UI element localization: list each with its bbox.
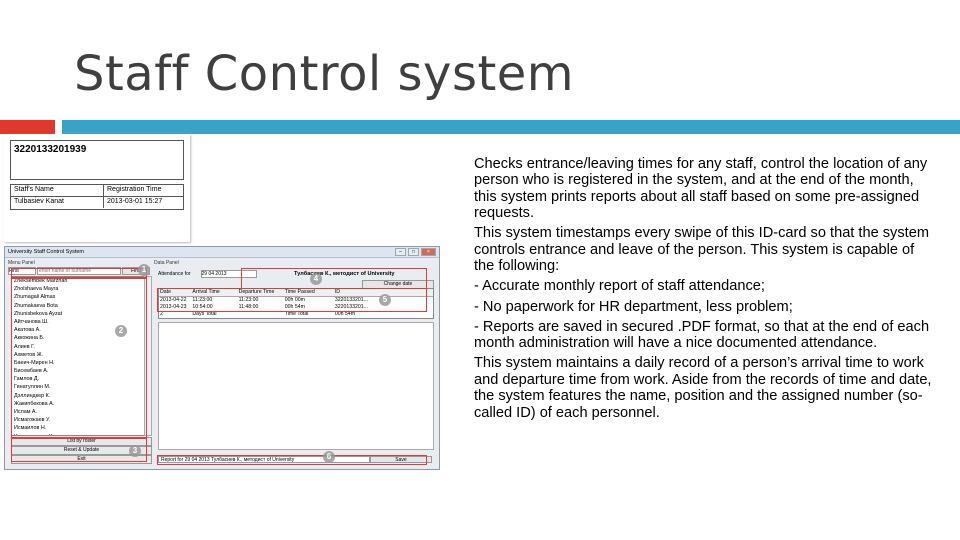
grid-cell: Time Total (284, 311, 309, 317)
body-paragraph: - No paperwork for HR department, less p… (474, 298, 793, 315)
data-panel-label: Data Panel (154, 260, 179, 266)
staff-list-item[interactable]: Ислам А. (14, 409, 38, 415)
menu-panel: Menu Panel First Find Zheksembek Marzhan… (8, 260, 152, 465)
search-field-selector[interactable]: First (8, 267, 36, 275)
minimize-button[interactable]: – (395, 248, 406, 256)
body-paragraph: - Reports are saved in secured .PDF form… (474, 318, 930, 352)
body-paragraph: This system maintains a daily record of … (474, 355, 932, 421)
report-text: Report for 29 04 2013 Тулбасиев К., мето… (158, 456, 370, 463)
registration-time-value: 2013-03-01 15:27 (107, 198, 163, 205)
close-button[interactable]: × (421, 248, 436, 256)
grid-cell (238, 311, 284, 318)
slide-title: Staff Control system (74, 46, 575, 102)
attendance-date-field[interactable]: 29 04 2013 (200, 270, 257, 278)
staff-list-item[interactable]: Ахметов Ж. (14, 351, 44, 358)
window-titlebar: University Staff Control System – □ × (5, 247, 439, 258)
staff-list-item[interactable]: Исмаилов Н. (14, 425, 47, 432)
exit-button[interactable]: Exit (11, 455, 152, 464)
grid-cell: 11:23:00 (192, 297, 213, 303)
annotation-number-1: 1 (138, 264, 150, 276)
slide-body-text: Checks entrance/leaving times for any st… (474, 156, 936, 425)
staff-list-item[interactable]: Жакипбекова А. (14, 400, 55, 407)
id-number: 3220133201939 (14, 144, 87, 155)
staff-list-item[interactable]: Zheksembek Marzhan (14, 278, 68, 284)
accent-bar-red (0, 120, 55, 134)
annotation-number-6: 6 (323, 451, 335, 463)
grid-column-header[interactable]: Date (160, 289, 171, 295)
body-paragraph: - Accurate monthly report of staff atten… (474, 278, 765, 295)
staff-list-item[interactable]: Гамлов Д. (14, 376, 40, 383)
grid-column-header[interactable]: Arrival Time (192, 289, 220, 295)
grid-cell: 11:48:00 (238, 304, 259, 310)
app-window: University Staff Control System – □ × Me… (4, 246, 440, 470)
accent-bar-blue (62, 120, 960, 134)
staff-list-item[interactable]: Алиев Г. (14, 343, 35, 350)
staff-list-item[interactable]: Аккожина Б. (14, 335, 45, 342)
menu-panel-label: Menu Panel (8, 260, 35, 266)
attendance-row: Attendance for 29 04 2013 Тулбасиев К., … (158, 270, 432, 278)
annotation-number-3: 3 (129, 445, 141, 457)
staff-list-item[interactable]: Гинатуллин М. (14, 384, 51, 391)
body-paragraph: Checks entrance/leaving times for any st… (474, 156, 928, 222)
grid-cell: 11:23:00 (238, 297, 259, 303)
registration-row: Tulbasiev Kanat 2013-03-01 15:27 (11, 197, 183, 208)
window-title: University Staff Control System (8, 249, 85, 255)
staff-list-item[interactable]: Исмагожаев У. (14, 417, 51, 424)
table-row[interactable]: 2013-04-22 11:23:00 11:23:00 00h 00m 3220133… (159, 297, 433, 304)
annotation-number-4: 4 (310, 273, 322, 285)
staff-list-item[interactable]: Дэллиндкер К. (14, 392, 51, 399)
list-by-roster-button[interactable]: List by roster (11, 437, 152, 446)
staff-list-item[interactable]: Zholshaeva Mayra (14, 286, 59, 293)
grid-cell: Days Total (192, 311, 217, 317)
grid-column-header[interactable]: Time Passed (284, 289, 315, 295)
grid-cell: 10:54:00 (192, 304, 213, 310)
search-input[interactable] (37, 267, 121, 275)
staff-list-item[interactable]: Zhumakaeva Bota (14, 302, 58, 309)
grid-column-header[interactable]: Departure Time (238, 289, 275, 295)
body-paragraph: This system timestamps every swipe of th… (474, 225, 929, 275)
maximize-button[interactable]: □ (408, 248, 419, 256)
system-screenshot: 3220133201939 Staff's Name Registration … (4, 134, 456, 470)
grid-cell: 00h 54m (334, 311, 356, 317)
table-row[interactable]: 2 Days Total Time Total 00h 54m (159, 311, 433, 318)
staff-list-scrollbar[interactable] (144, 276, 152, 436)
grid-cell: 3220133201... (334, 297, 369, 303)
staff-list-item[interactable]: Карымсакова К. (12, 433, 144, 435)
id-number-box: 3220133201939 (10, 140, 184, 180)
grid-cell: 3220133201... (334, 304, 369, 310)
annotation-number-2: 2 (115, 325, 127, 337)
grid-cell: 2013-04-22 (160, 297, 187, 303)
grid-cell: 2013-04-23 (160, 304, 187, 310)
staff-name-value: Tulbasiev Kanat (11, 197, 104, 208)
annotation-number-5: 5 (379, 294, 391, 306)
grid-cell: 2 (160, 311, 163, 317)
staff-list-item[interactable]: Zhumagali Almas (14, 294, 56, 301)
report-row: Report for 29 04 2013 Тулбасиев К., мето… (158, 456, 432, 463)
grid-cell: 00h 54m (284, 304, 305, 310)
table-row[interactable]: 2013-04-23 10:54:00 11:48:00 00h 54m 3220133… (159, 304, 433, 311)
grid-cell: 00h 00m (284, 297, 305, 303)
staff-list-item[interactable]: Zhunisbekova Ayzat (14, 310, 63, 317)
selected-staff-name: Тулбасиев К., методист of University (294, 271, 395, 277)
header-staff-name: Staff's Name (11, 185, 104, 196)
staff-list-item[interactable]: Баеич-Мирен Н. (14, 359, 55, 366)
staff-list-item[interactable]: Бисембаев А. (14, 368, 49, 375)
attendance-label: Attendance for (158, 271, 191, 277)
header-registration-time: Registration Time (107, 186, 162, 193)
grid-column-header[interactable]: ID (334, 289, 341, 295)
save-button[interactable]: Save (370, 456, 432, 463)
id-card-preview: 3220133201939 Staff's Name Registration … (4, 134, 190, 242)
registration-table: Staff's Name Registration Time Tulbasiev… (10, 184, 184, 210)
staff-list-item[interactable]: Айтчанова Ш. (14, 318, 49, 325)
staff-list-item[interactable]: Акатова А. (14, 327, 41, 334)
attendance-grid: Date Arrival Time Departure Time Time Passe… (158, 288, 434, 319)
search-row: First Find (8, 267, 150, 275)
registration-header: Staff's Name Registration Time (11, 185, 183, 197)
data-panel: Data Panel Attendance for 29 04 2013 Тул… (154, 260, 436, 465)
attendance-grid-header: Date Arrival Time Departure Time Time Passe… (159, 289, 433, 297)
attendance-grid-empty-area (158, 322, 434, 450)
